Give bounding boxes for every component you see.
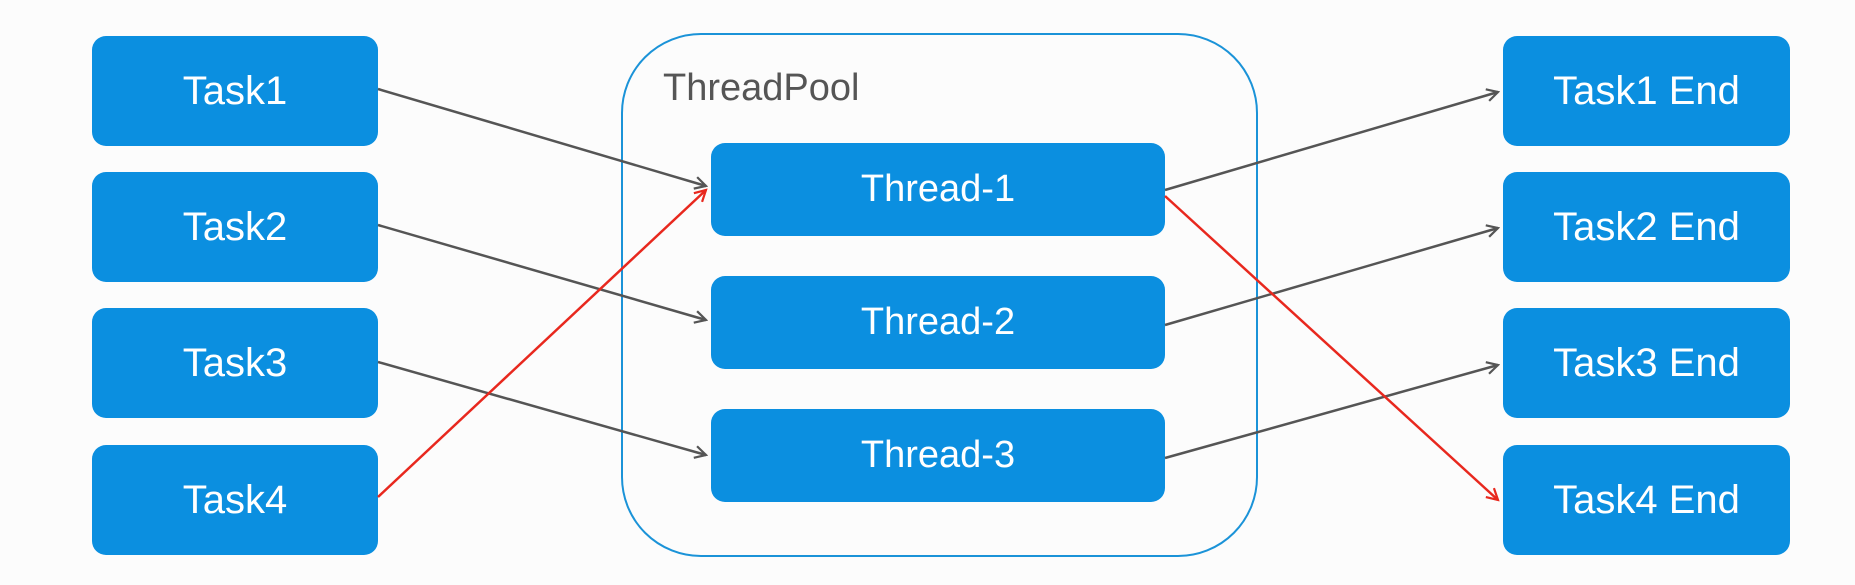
arrow-task2-to-thread2 — [377, 223, 706, 320]
task-3-box: Task3 — [92, 308, 378, 418]
arrow-task4-to-thread1 — [377, 190, 706, 498]
thread-2-box: Thread-2 — [711, 276, 1165, 369]
arrow-thread3-to-task3-end — [1164, 365, 1498, 460]
arrow-thread2-to-task2-end — [1164, 228, 1498, 327]
task-2-box: Task2 — [92, 172, 378, 282]
task-3-end-box: Task3 End — [1503, 308, 1790, 418]
threadpool-label: ThreadPool — [663, 67, 860, 109]
task-4-end-box: Task4 End — [1503, 445, 1790, 555]
thread-3-box: Thread-3 — [711, 409, 1165, 502]
arrow-task1-to-thread1 — [377, 87, 706, 186]
arrow-thread1-to-task1-end — [1164, 92, 1498, 192]
task-4-box: Task4 — [92, 445, 378, 555]
task-1-box: Task1 — [92, 36, 378, 146]
arrow-thread1-to-task4-end — [1164, 195, 1498, 500]
thread-1-box: Thread-1 — [711, 143, 1165, 236]
task-1-end-box: Task1 End — [1503, 36, 1790, 146]
arrow-task3-to-thread3 — [377, 360, 706, 455]
task-2-end-box: Task2 End — [1503, 172, 1790, 282]
